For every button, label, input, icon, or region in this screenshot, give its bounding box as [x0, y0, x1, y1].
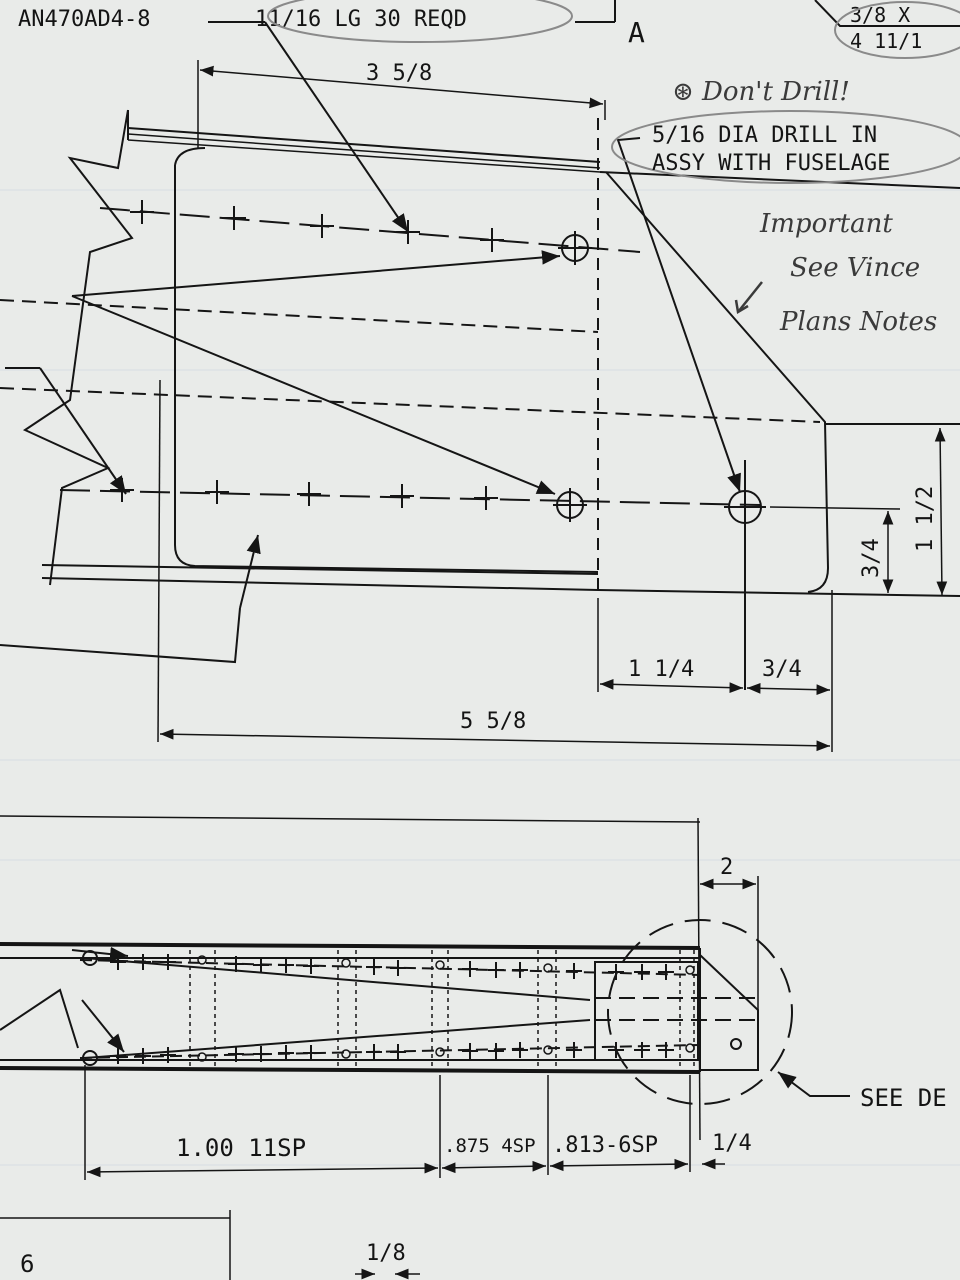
rivet-cross	[608, 1042, 624, 1058]
rivet-cross	[228, 1046, 244, 1062]
rivet-row-upper	[130, 200, 504, 252]
view-marker: A	[628, 16, 645, 49]
detail-circle	[607, 919, 793, 1105]
pencil-arrow	[737, 281, 763, 313]
dim-height-large: 1 1/2	[913, 486, 938, 552]
important-note-line1: Important	[759, 209, 893, 239]
rivet-cross	[390, 960, 406, 976]
rivet-cross	[480, 228, 504, 252]
rivet-cross	[253, 1046, 269, 1062]
rivet-cross	[634, 1042, 650, 1058]
rivet-row-lower	[110, 478, 498, 510]
dim-edge-offset: 3/4	[762, 657, 802, 682]
rivet-cross	[366, 1044, 382, 1060]
top-notes: AN470AD4-8 11/16 LG 30 REQD A 3/8 X 4 11…	[18, 0, 960, 59]
rivet-length-note: 11/16 LG 30 REQD	[255, 7, 467, 32]
rivet-cross	[634, 964, 650, 980]
rivet-callout: AN470AD4-8	[18, 7, 150, 32]
dim-spacing-1: 1.00 11SP	[176, 1134, 306, 1162]
rivet-cross	[160, 954, 176, 970]
rivet-cross	[135, 954, 151, 970]
rivet-cross	[222, 206, 246, 230]
rivet-cross	[297, 482, 321, 506]
rivet-cross	[278, 1045, 294, 1061]
handwritten-notes: ⊛ Don't Drill! Important See Vince Plans…	[672, 77, 937, 337]
tab-hole	[730, 1038, 742, 1050]
dim-hole-offset: 1 1/4	[628, 657, 694, 682]
pencil-circle-rivet-note	[267, 0, 573, 43]
rivet-cross	[110, 954, 126, 970]
rivet-cross	[658, 964, 674, 980]
drill-note-line2: ASSY WITH FUSELAGE	[652, 151, 890, 176]
pencil-circle-drill-note	[611, 110, 960, 184]
rivet-cross	[303, 1045, 319, 1061]
important-note-line3: Plans Notes	[779, 307, 937, 337]
dim-top-width: 3 5/8	[366, 61, 432, 86]
leader-lines	[39, 21, 741, 609]
dim-end-gap: 1/4	[712, 1131, 752, 1156]
dim-end-offset: 2	[720, 855, 733, 880]
rivet-cross	[303, 958, 319, 974]
dont-drill-note: ⊛ Don't Drill!	[672, 77, 850, 107]
rivet-cross	[566, 1042, 582, 1058]
rivet-cross	[310, 214, 334, 238]
important-note-line2: See Vince	[790, 253, 920, 283]
rivet-cross	[366, 959, 382, 975]
drill-note: 5/16 DIA DRILL IN ASSY WITH FUSELAGE	[611, 110, 960, 184]
dim-height-small: 3/4	[859, 538, 884, 578]
lower-rivet-row-top	[110, 954, 674, 980]
rivet-cross	[160, 1047, 176, 1063]
rivet-cross	[488, 962, 504, 978]
rivet-cross	[278, 957, 294, 973]
rivet-cross	[205, 480, 229, 504]
rivet-cross	[488, 1043, 504, 1059]
upper-dimensions: 3 5/8 5 5/8 1 1/4 3/4 3/4 1 1/2	[157, 60, 948, 752]
rivet-cross	[253, 957, 269, 973]
corner-note-line2: 4 11/1	[850, 29, 922, 53]
rivet-cross	[512, 1042, 528, 1058]
see-detail-label: SEE DE	[860, 1084, 947, 1112]
drill-hole	[724, 460, 766, 690]
corner-note-line1: 3/8 X	[850, 3, 910, 27]
rivet-cross	[110, 1048, 126, 1064]
pencil-circle-corner	[834, 1, 960, 59]
rivet-cross	[608, 964, 624, 980]
rivet-cross	[462, 961, 478, 977]
rivet-cross	[566, 963, 582, 979]
upper-part-outline	[0, 109, 960, 664]
rivet-cross	[228, 956, 244, 972]
rivet-cross	[390, 1044, 406, 1060]
lower-dimensions: 2 1.00 11SP .875 4SP .813-6SP 1/4 SEE DE…	[0, 855, 947, 1280]
dim-spacing-2: .875 4SP	[444, 1135, 536, 1157]
bolt-hole-lower	[553, 488, 587, 522]
dim-overall-width: 5 5/8	[460, 709, 526, 734]
lower-rivet-row-bottom	[110, 1042, 674, 1064]
rivet-cross	[462, 1043, 478, 1059]
rivet-cross	[390, 484, 414, 508]
left-marker: 6	[20, 1250, 34, 1278]
drill-note-line1: 5/16 DIA DRILL IN	[652, 123, 877, 148]
dim-small: 1/8	[366, 1241, 406, 1266]
rivet-cross	[135, 1048, 151, 1064]
rivet-cross	[512, 962, 528, 978]
bolt-hole-upper	[558, 231, 592, 265]
dim-spacing-3: .813-6SP	[552, 1133, 658, 1158]
end-hole-lower	[82, 1050, 98, 1066]
lower-small-holes	[197, 955, 695, 1062]
rivet-cross	[474, 486, 498, 510]
rivet-cross	[658, 1042, 674, 1058]
